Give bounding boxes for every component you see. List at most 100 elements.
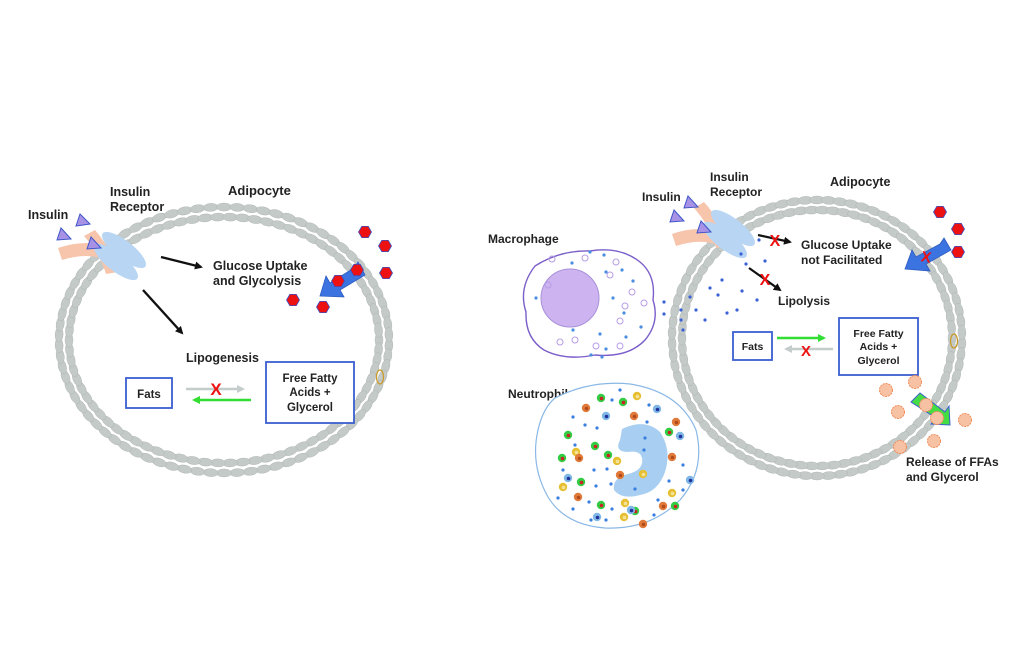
ffa-molecule-icon bbox=[893, 440, 907, 454]
neutrophil-granule-core bbox=[661, 504, 666, 509]
neutrophil-granule-core bbox=[599, 396, 604, 401]
cytokine-dot bbox=[725, 311, 729, 315]
glucose-icon bbox=[358, 225, 372, 239]
macrophage-vesicle bbox=[628, 288, 636, 296]
right-insulin-molecules bbox=[669, 195, 713, 234]
membrane-lipid bbox=[189, 204, 206, 213]
neutrophil-dot bbox=[556, 496, 560, 500]
glucose-icon bbox=[350, 263, 364, 277]
right-fats-label: Fats bbox=[742, 341, 764, 353]
neutrophil-dot bbox=[656, 498, 660, 502]
neutrophil-dot bbox=[618, 388, 622, 392]
ffa-molecule-icon bbox=[930, 411, 944, 425]
cytokine-dot bbox=[720, 278, 724, 282]
neutrophil-dot bbox=[667, 479, 671, 483]
right-fats-box bbox=[732, 331, 773, 361]
left-ffa-label-line3: Glycerol bbox=[287, 402, 333, 414]
neutrophil-dot bbox=[605, 467, 609, 471]
neutrophil-granule-core bbox=[606, 453, 611, 458]
right-blocked-cross-icon: X bbox=[801, 343, 811, 360]
neutrophil-granule-core bbox=[595, 515, 600, 520]
left-lipogenesis-label: Lipogenesis bbox=[186, 351, 259, 365]
right-glucose-molecules bbox=[933, 205, 965, 259]
membrane-lipid bbox=[176, 464, 193, 474]
right-lipolysis-arrow bbox=[748, 267, 782, 292]
macrophage-granule bbox=[611, 296, 615, 300]
cytokine-dot bbox=[739, 252, 743, 256]
neutrophil-dot bbox=[573, 443, 577, 447]
macrophage-vesicle bbox=[544, 281, 552, 289]
membrane-lipid bbox=[242, 204, 259, 213]
neutrophil-dot bbox=[594, 484, 598, 488]
right-glucose-arrow bbox=[757, 233, 792, 245]
macrophage-granule bbox=[620, 268, 624, 272]
ffa-molecule-icon bbox=[919, 398, 933, 412]
left-ffa-box bbox=[265, 361, 355, 424]
neutrophil-dot bbox=[571, 507, 575, 511]
neutrophil-cell bbox=[534, 382, 700, 529]
membrane-lipid bbox=[189, 467, 206, 476]
glucose-icon bbox=[378, 239, 392, 253]
left-receptor-label-line2: Receptor bbox=[110, 200, 164, 214]
macrophage-granule bbox=[598, 332, 602, 336]
macrophage-granule bbox=[600, 355, 604, 359]
macrophage-vesicle bbox=[592, 342, 600, 350]
macrophage-granule bbox=[624, 335, 628, 339]
right-glucose-cross-icon: X bbox=[770, 233, 781, 250]
neutrophil-granule-core bbox=[599, 503, 604, 508]
membrane-lipid bbox=[216, 202, 232, 212]
left-glucose-arrow bbox=[160, 255, 203, 270]
neutrophil-granule-core bbox=[584, 406, 589, 411]
glucose-icon bbox=[951, 245, 965, 259]
neutrophil-dot bbox=[681, 463, 685, 467]
insulin-icon bbox=[683, 195, 700, 209]
membrane-lipid bbox=[229, 203, 245, 212]
cytokine-dot bbox=[688, 295, 692, 299]
neutrophil-granule-core bbox=[641, 522, 646, 527]
membrane-lipid bbox=[203, 203, 219, 212]
right-insulin-label: Insulin bbox=[642, 190, 681, 204]
neutrophil-granule-core bbox=[674, 420, 679, 425]
ffa-molecule-icon bbox=[908, 375, 922, 389]
left-panel: Adipocyte Insulin Insulin Receptor Gluco… bbox=[28, 183, 394, 478]
right-ffa-label-line1: Free Fatty bbox=[853, 328, 903, 340]
ffa-molecule-icon bbox=[879, 383, 893, 397]
right-ffa-label-line2: Acids + bbox=[860, 341, 898, 353]
macrophage-granule bbox=[604, 347, 608, 351]
macrophage-vesicle bbox=[640, 299, 648, 307]
macrophage-granules bbox=[534, 250, 648, 359]
cytokine-dot bbox=[662, 312, 666, 316]
left-blocked-cross-icon: X bbox=[210, 380, 222, 399]
neutrophil-dot bbox=[681, 488, 685, 492]
macrophage-nucleus bbox=[540, 268, 600, 328]
glucose-icon bbox=[951, 222, 965, 236]
neutrophil-granule-core bbox=[577, 456, 582, 461]
macrophage-granule bbox=[589, 353, 593, 357]
membrane-lipid bbox=[947, 320, 956, 336]
membrane-lipid bbox=[176, 206, 193, 216]
neutrophil-granule-core bbox=[641, 472, 646, 477]
left-adipocyte-membrane bbox=[54, 202, 394, 478]
neutrophil-granule-core bbox=[623, 501, 628, 506]
neutrophil-granule-core bbox=[667, 430, 672, 435]
left-insulin-molecules bbox=[75, 213, 92, 227]
neutrophil-granule-core bbox=[576, 495, 581, 500]
ffa-molecule-icon bbox=[927, 434, 941, 448]
membrane-lipid bbox=[957, 324, 967, 341]
macrophage-granule bbox=[571, 328, 575, 332]
neutrophil-dot bbox=[561, 468, 565, 472]
neutrophil-dot bbox=[583, 423, 587, 427]
neutrophil-dot bbox=[609, 482, 613, 486]
neutrophil-granule-core bbox=[615, 459, 620, 464]
right-ffa-label-line3: Glycerol bbox=[857, 355, 899, 367]
right-glucose-label-line2: not Facilitated bbox=[801, 253, 882, 267]
cytokine-dot bbox=[744, 262, 748, 266]
left-glucose-molecules bbox=[286, 225, 393, 314]
neutrophil-dot bbox=[645, 420, 649, 424]
left-glucose-label-line2: and Glycolysis bbox=[213, 274, 301, 288]
neutrophil-granule-core bbox=[621, 400, 626, 405]
left-fats-label: Fats bbox=[137, 389, 161, 401]
neutrophil-granule-core bbox=[618, 473, 623, 478]
cytokine-dot bbox=[681, 328, 685, 332]
